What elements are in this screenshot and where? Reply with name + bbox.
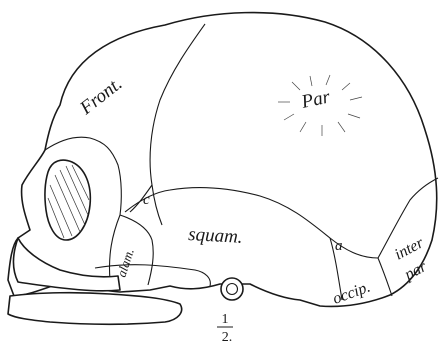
- mandible: [8, 293, 182, 325]
- a-label: a: [335, 238, 343, 254]
- scale-numerator: 1: [222, 312, 229, 327]
- cranium-outline: [8, 13, 437, 307]
- scale-denominator: 2.: [222, 330, 233, 345]
- orbit: [45, 160, 90, 240]
- squamous-label: squam.: [188, 224, 243, 248]
- scale-fraction: 1 2.: [217, 312, 233, 345]
- ear-opening: [221, 278, 243, 300]
- sphenoid-c-label: c: [143, 192, 150, 208]
